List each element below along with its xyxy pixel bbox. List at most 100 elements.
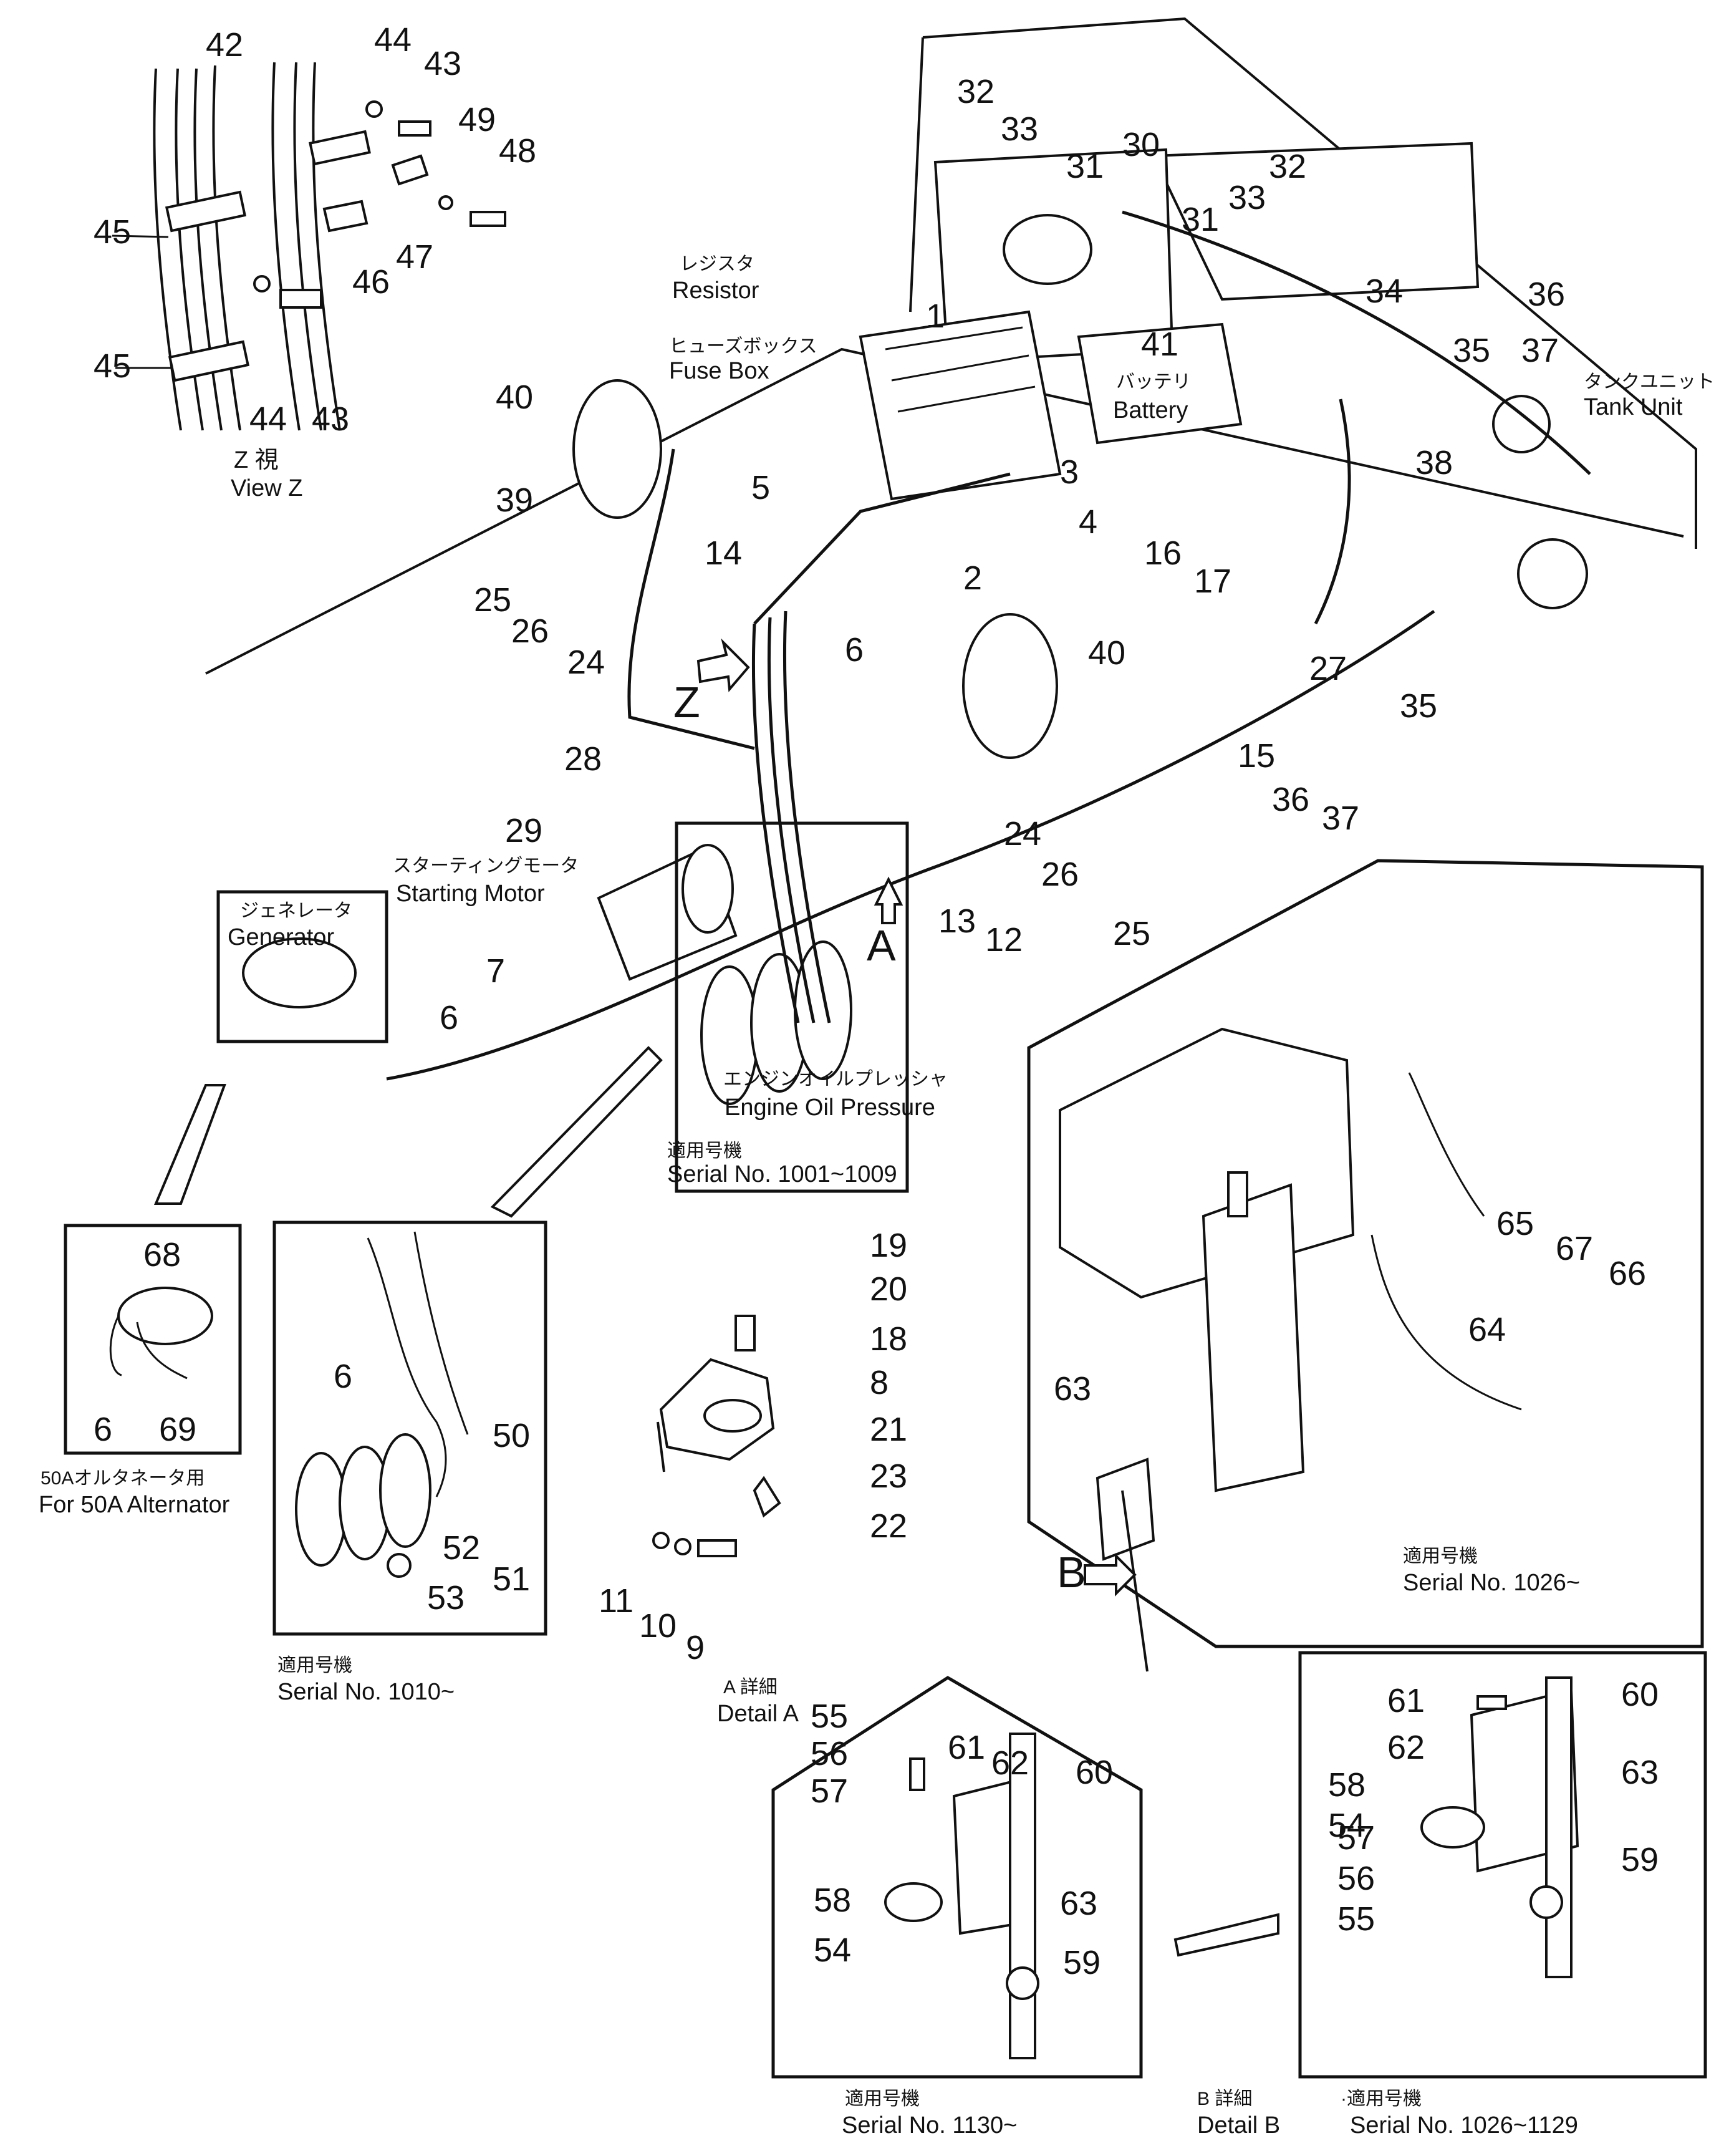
callout-31b: 31: [1182, 201, 1219, 238]
callout-69: 69: [159, 1411, 196, 1448]
callout-42: 42: [206, 26, 243, 64]
callout-6c: 6: [94, 1411, 112, 1448]
callout-9: 9: [686, 1629, 705, 1666]
generator-label: Generator: [228, 924, 334, 950]
callout-16: 16: [1144, 534, 1182, 572]
serial-1026-1129-inset: 55 61 62 56 60 57 58 63 54 59 B 詳細 Detai…: [1197, 1651, 1707, 2139]
callout-63b: 63: [1060, 1885, 1097, 1922]
callout-35: 35: [1453, 332, 1490, 369]
callout-26b: 26: [1041, 856, 1079, 893]
callout-3: 3: [1060, 453, 1079, 491]
callout-12: 12: [985, 921, 1023, 959]
alternator-jp: 50Aオルタネータ用: [41, 1468, 205, 1489]
callout-26: 26: [511, 612, 549, 650]
callout-19: 19: [870, 1227, 907, 1264]
engine-oil-pressure-label: Engine Oil Pressure: [725, 1095, 935, 1121]
callout-40: 40: [496, 379, 533, 416]
callout-65: 65: [1496, 1205, 1534, 1242]
view-z-illustration: [112, 62, 506, 431]
callout-6d: 6: [334, 1358, 352, 1395]
callout-29: 29: [505, 812, 542, 849]
callout-66: 66: [1609, 1255, 1646, 1292]
callout-40b: 40: [1088, 634, 1125, 672]
callout-24b: 24: [1004, 815, 1041, 853]
callout-35b: 35: [1400, 687, 1437, 725]
callout-1: 1: [926, 297, 945, 335]
callout-62b: 62: [1387, 1729, 1425, 1766]
callout-54: 54: [814, 1931, 851, 1969]
callout-39: 39: [496, 481, 533, 519]
callout-55: 55: [811, 1698, 848, 1735]
callout-2: 2: [963, 559, 982, 597]
callout-41: 41: [1141, 326, 1178, 363]
callout-27: 27: [1309, 650, 1347, 687]
main-assembly: [153, 17, 1697, 1957]
callout-37: 37: [1521, 332, 1559, 369]
serial-1130-label: Serial No. 1130~: [842, 2112, 1017, 2139]
detail-a-jp: A 詳細: [723, 1677, 778, 1698]
callout-4: 4: [1079, 503, 1097, 541]
callout-30: 30: [1122, 126, 1160, 163]
callout-6: 6: [845, 631, 864, 669]
callout-60b: 60: [1621, 1676, 1659, 1713]
callout-63: 63: [1054, 1370, 1091, 1408]
fuse-box-label: Fuse Box: [669, 358, 769, 384]
callout-33: 33: [1001, 110, 1038, 148]
marker-b: B: [1057, 1548, 1086, 1597]
serial-1026-jp: 適用号機: [1403, 1546, 1478, 1567]
main-callouts: 32 33 30 31 32 33 31 36 34 41 37 35 1 38…: [440, 73, 1565, 1037]
callout-45: 45: [94, 213, 131, 251]
tank-unit-jp: タンクユニット: [1584, 372, 1715, 392]
callout-18: 18: [870, 1320, 907, 1358]
generator-jp: ジェネレータ: [240, 901, 352, 921]
callout-64: 64: [1468, 1311, 1506, 1348]
callout-58b: 58: [1328, 1766, 1366, 1804]
callout-11: 11: [599, 1582, 633, 1620]
callout-47: 47: [396, 238, 433, 276]
callout-45b: 45: [94, 347, 131, 385]
serial-1010-label: Serial No. 1010~: [277, 1679, 455, 1705]
resistor-label: Resistor: [672, 278, 759, 304]
callout-54b: 54: [1328, 1807, 1366, 1844]
callout-52: 52: [443, 1529, 480, 1567]
serial-1010-inset: 6 50 52 51 53 適用号機 Serial No. 1010~: [272, 1221, 547, 1705]
detail-b-label: Detail B: [1197, 2112, 1280, 2139]
callout-23: 23: [870, 1457, 907, 1495]
callout-58: 58: [814, 1882, 851, 1919]
callout-32b: 32: [1269, 148, 1306, 185]
callout-15: 15: [1238, 737, 1275, 775]
engine-oil-pressure-jp: エンジンオイルプレッシャ: [723, 1069, 948, 1090]
callout-20: 20: [870, 1270, 907, 1308]
callout-37b: 37: [1322, 800, 1359, 837]
view-z-jp: Z 視: [234, 447, 279, 473]
resistor-jp: レジスタ: [680, 254, 754, 274]
callout-14: 14: [705, 534, 742, 572]
serial-1010-jp: 適用号機: [277, 1655, 352, 1676]
callout-61: 61: [948, 1729, 985, 1766]
callout-60: 60: [1076, 1754, 1113, 1791]
callout-25b: 25: [1113, 915, 1150, 952]
callout-7: 7: [486, 952, 505, 990]
detail-a-label: Detail A: [717, 1701, 799, 1727]
callout-33b: 33: [1228, 179, 1266, 216]
callout-5: 5: [751, 469, 770, 506]
view-z-callouts: 42 44 43 49 48 45 47 46 45 44 43 Z 視 Vie…: [94, 21, 536, 501]
callout-34: 34: [1366, 273, 1403, 310]
callout-43b: 43: [312, 400, 349, 438]
callout-62: 62: [991, 1744, 1029, 1782]
alternator-inset: 68 6 69 50Aオルタネータ用 For 50A Alternator: [39, 1224, 242, 1518]
callout-28: 28: [564, 740, 602, 778]
callout-44: 44: [374, 21, 412, 59]
serial-1026-1129-jp: ·適用号機: [1341, 2089, 1422, 2109]
tank-unit-label: Tank Unit: [1584, 394, 1683, 420]
battery-jp: バッテリ: [1116, 372, 1191, 392]
callout-44b: 44: [249, 400, 287, 438]
callout-63c: 63: [1621, 1754, 1659, 1791]
callout-31: 31: [1066, 148, 1104, 185]
serial-1026-inset: B 65 67 66 64 63 適用号機 Serial No. 1026~: [1027, 859, 1704, 1672]
callout-17: 17: [1194, 563, 1231, 600]
callout-36b: 36: [1272, 781, 1309, 818]
callout-59b: 59: [1621, 1841, 1659, 1878]
callout-61b: 61: [1387, 1682, 1425, 1719]
